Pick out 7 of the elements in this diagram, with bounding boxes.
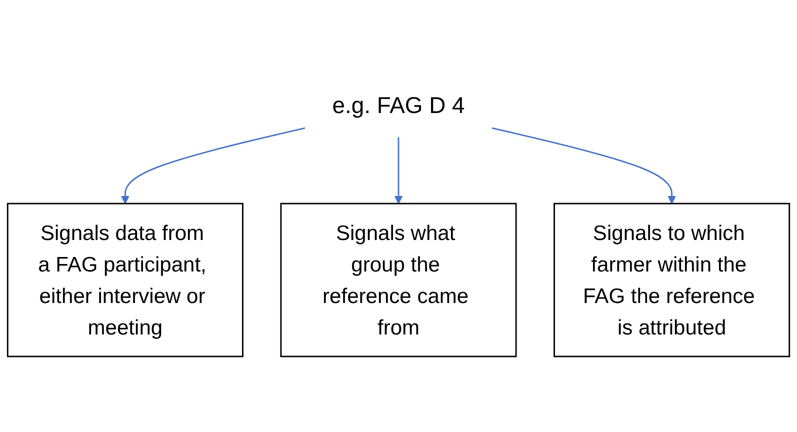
arrow bbox=[491, 127, 676, 204]
node-box: Signals to which farmer within the FAG the reference is attributed bbox=[554, 202, 790, 358]
node-box: Signals what group the reference came from bbox=[280, 202, 517, 358]
arrow bbox=[120, 127, 306, 204]
node-box: Signals data from a FAG participant, either interview or meeting bbox=[6, 202, 244, 358]
arrow bbox=[394, 136, 403, 204]
node-text: e.g. FAG D 4 bbox=[332, 92, 465, 119]
